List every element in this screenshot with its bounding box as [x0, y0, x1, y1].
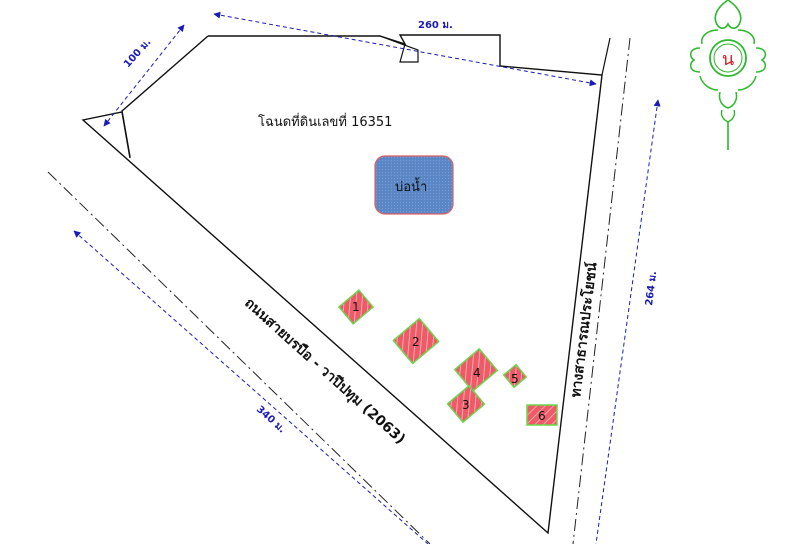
- building-number: 5: [511, 372, 519, 386]
- public-way-centerline: [572, 37, 631, 544]
- main-road-centerline: [47, 171, 431, 544]
- parcel-boundary-notch: [379, 35, 419, 63]
- building-number: 4: [473, 366, 481, 380]
- north-arrow-icon: น: [689, 0, 767, 150]
- building-3: 3: [446, 384, 486, 424]
- dim-label-left: 100 ม.: [122, 37, 153, 70]
- building-4: 4: [453, 347, 499, 393]
- pond-label: บ่อน้ำ: [395, 177, 427, 195]
- dim-label-right: 264 ม.: [644, 271, 659, 307]
- parcel-boundary: [81, 34, 603, 535]
- public-way-edge: [601, 37, 611, 76]
- dim-line-right: [595, 99, 661, 544]
- dim-line-top: [213, 11, 597, 87]
- building-number: 1: [352, 300, 360, 314]
- dim-label-top: 260 ม.: [418, 20, 453, 31]
- building-number: 3: [462, 398, 470, 412]
- building-2: 2: [392, 317, 440, 365]
- parcel-title: โฉนดที่ดินเลขที่ 16351: [258, 113, 392, 130]
- building-number: 6: [538, 409, 546, 423]
- building-6: 6: [526, 404, 558, 426]
- dim-label-bottom-left: 340 ม.: [254, 404, 287, 435]
- building-1: 1: [337, 289, 375, 325]
- pond: [374, 155, 454, 215]
- dim-line-bottom-left: [73, 230, 429, 544]
- north-letter: น: [722, 49, 734, 70]
- building-number: 2: [412, 335, 420, 349]
- building-5: 5: [502, 363, 528, 389]
- main-road-label: ถนนสายบรบือ - วาปีปทุม (2063): [241, 295, 408, 447]
- dim-line-left: [103, 24, 185, 127]
